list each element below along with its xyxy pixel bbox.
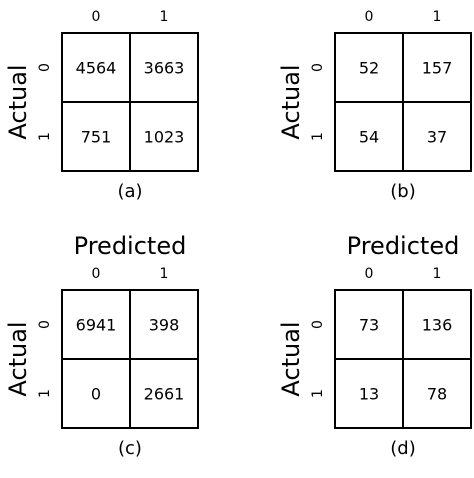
- matrix-cell-value: 1023: [144, 128, 185, 147]
- matrix-cell: [129, 32, 199, 103]
- matrix-cell: [129, 358, 199, 429]
- x-tick-label: 0: [365, 9, 374, 25]
- matrix-cell: [402, 358, 472, 429]
- x-tick-label: 1: [160, 266, 169, 282]
- y-axis-label: Actual: [4, 64, 32, 139]
- x-tick-label: 1: [160, 9, 169, 25]
- matrix-cell-value: 4564: [76, 59, 117, 78]
- matrix-cell: [402, 101, 472, 172]
- x-tick-label: 0: [92, 266, 101, 282]
- matrix-cell-value: 157: [422, 59, 453, 78]
- matrix-cell-value: 13: [359, 385, 379, 404]
- matrix-cell: [402, 289, 472, 360]
- y-tick-label: 1: [37, 389, 53, 398]
- matrix-cell-value: 37: [427, 128, 447, 147]
- panel-label: (d): [390, 438, 415, 459]
- panel-label: (a): [117, 181, 142, 202]
- matrix-cell-value: 398: [149, 316, 180, 335]
- matrix-cell: [402, 32, 472, 103]
- matrix-cell: [334, 101, 404, 172]
- matrix-cell-value: 136: [422, 316, 453, 335]
- y-axis-label: Actual: [277, 64, 305, 139]
- x-tick-label: 1: [433, 9, 442, 25]
- matrix-cell-value: 751: [81, 128, 112, 147]
- panel-label: (c): [118, 438, 142, 459]
- panel-label: (b): [390, 181, 415, 202]
- matrix-cell: [61, 101, 131, 172]
- x-tick-label: 1: [433, 266, 442, 282]
- matrix-cell: [129, 101, 199, 172]
- matrix-cell-value: 73: [359, 316, 379, 335]
- y-tick-label: 1: [310, 389, 326, 398]
- y-tick-label: 1: [37, 132, 53, 141]
- matrix-cell: [129, 289, 199, 360]
- y-axis-label: Actual: [4, 321, 32, 396]
- matrix-cell: [61, 32, 131, 103]
- y-axis-label: Actual: [277, 321, 305, 396]
- matrix-cell-value: 6941: [76, 316, 117, 335]
- y-tick-label: 0: [310, 63, 326, 72]
- chart-title: Predicted: [347, 232, 460, 260]
- matrix-cell-value: 52: [359, 59, 379, 78]
- matrix-cell-value: 3663: [144, 59, 185, 78]
- matrix-cell-value: 2661: [144, 385, 185, 404]
- y-tick-label: 1: [310, 132, 326, 141]
- matrix-cell-value: 0: [91, 385, 101, 404]
- matrix-cell-value: 54: [359, 128, 379, 147]
- y-tick-label: 0: [37, 320, 53, 329]
- x-tick-label: 0: [92, 9, 101, 25]
- chart-title: Predicted: [74, 232, 187, 260]
- matrix-cell-value: 78: [427, 385, 447, 404]
- y-tick-label: 0: [37, 63, 53, 72]
- x-tick-label: 0: [365, 266, 374, 282]
- y-tick-label: 0: [310, 320, 326, 329]
